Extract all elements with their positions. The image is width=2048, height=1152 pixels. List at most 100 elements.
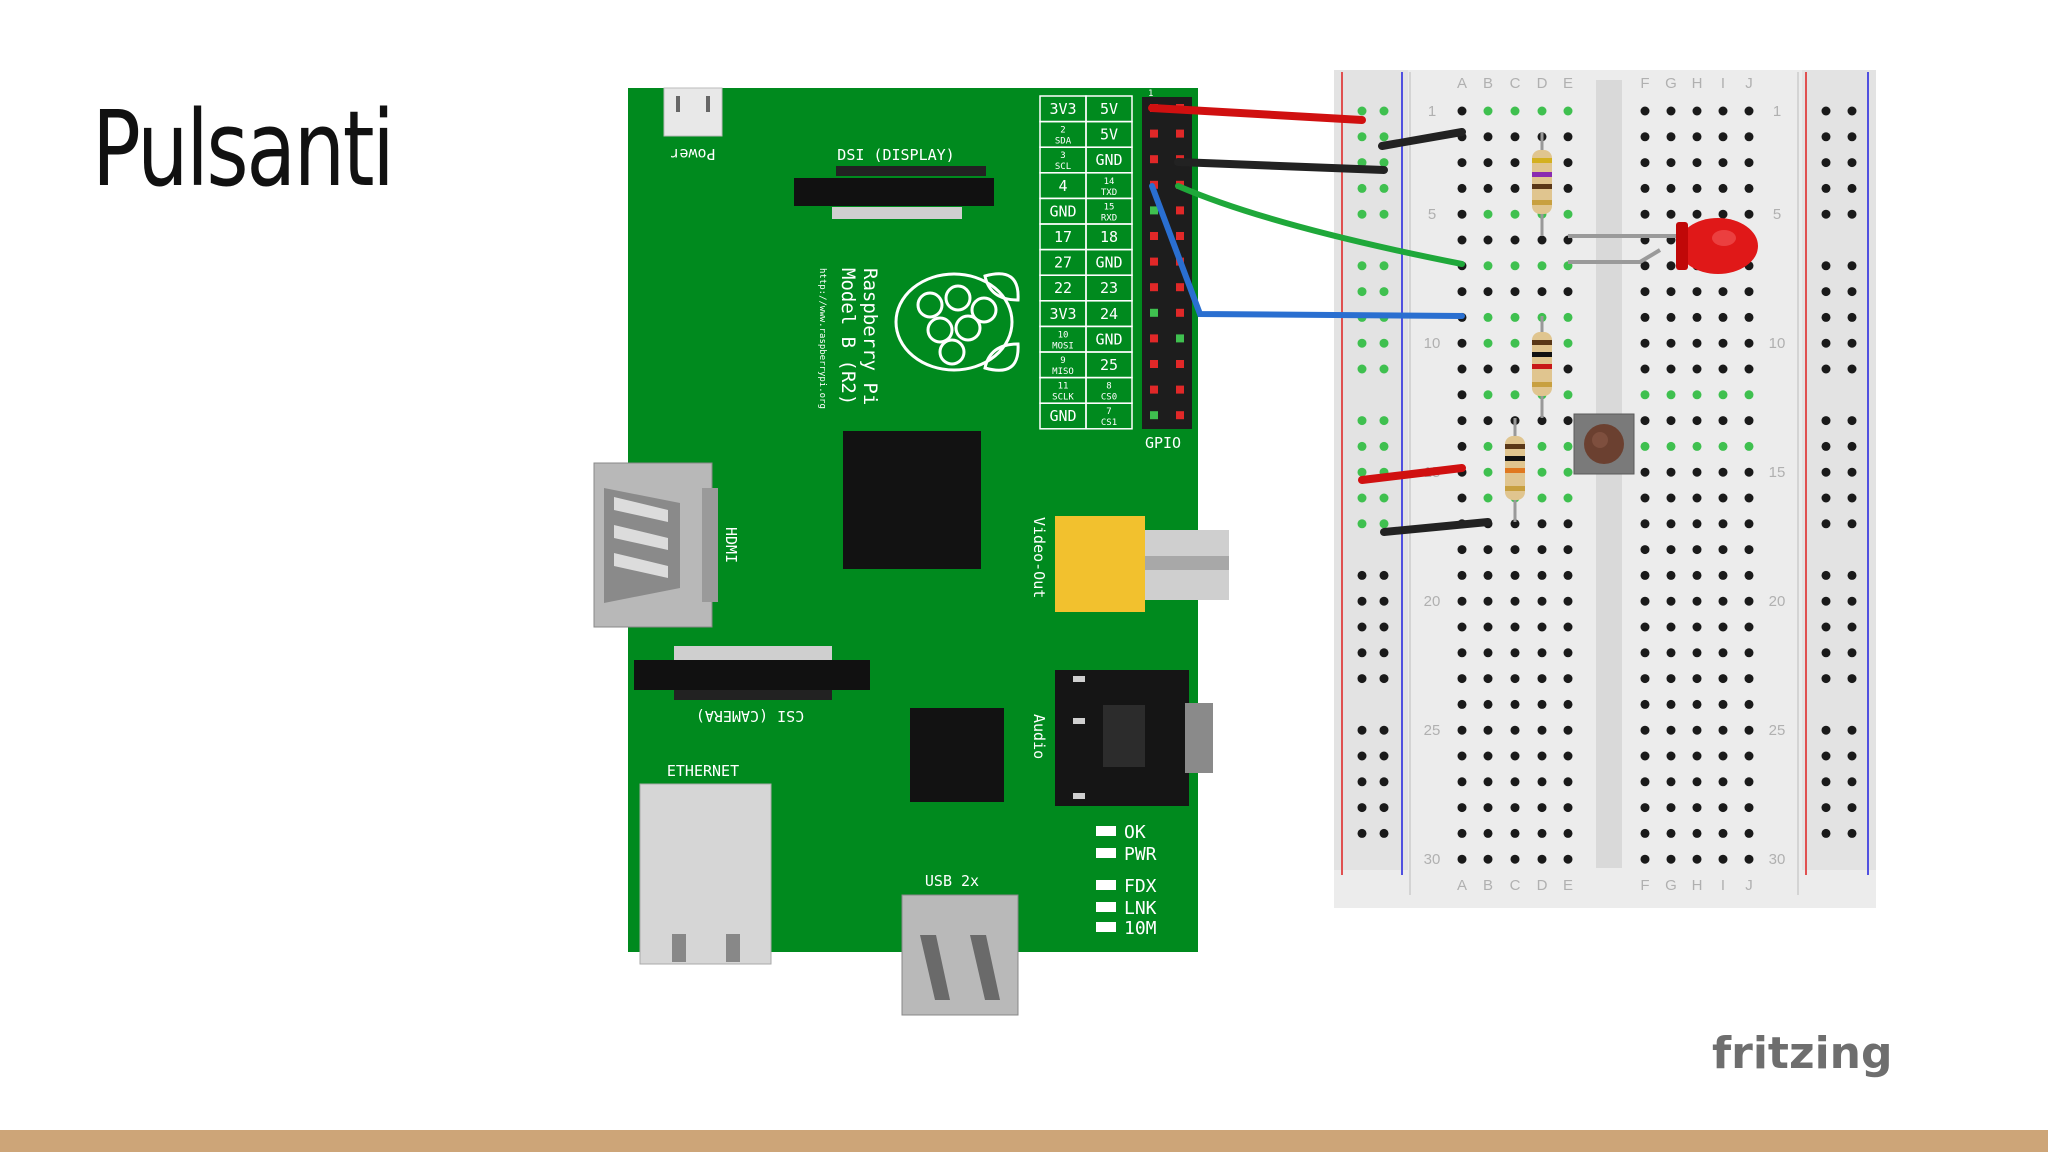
hole [1510, 261, 1520, 271]
hole [1692, 854, 1702, 864]
bb-col-label-bottom: B [1483, 877, 1493, 894]
hole [1537, 699, 1547, 709]
hole [1457, 777, 1467, 787]
rail-hole [1357, 751, 1367, 761]
hole [1640, 158, 1650, 168]
hole [1718, 209, 1728, 219]
hole [1563, 132, 1573, 142]
hole [1666, 648, 1676, 658]
hole [1666, 570, 1676, 580]
video-out-label: Video-Out [1030, 517, 1048, 598]
hole [1666, 106, 1676, 116]
resistor-2 [1532, 316, 1552, 418]
hole [1537, 622, 1547, 632]
hole [1666, 725, 1676, 735]
rail-hole [1357, 828, 1367, 838]
gpio-pin [1176, 206, 1184, 215]
hole [1537, 441, 1547, 451]
hole [1640, 570, 1650, 580]
rail-hole [1821, 570, 1831, 580]
hole [1744, 441, 1754, 451]
hole [1457, 803, 1467, 813]
led-lnk-label: LNK [1124, 898, 1157, 919]
hole [1537, 493, 1547, 503]
gpio-pin [1150, 155, 1158, 164]
rail-hole [1821, 287, 1831, 297]
dsi-pins [832, 207, 962, 219]
csi-connector [634, 660, 870, 690]
led-10m-label: 10M [1124, 918, 1157, 939]
hole [1692, 183, 1702, 193]
hole [1692, 674, 1702, 684]
gpio-pin-function: CS1 [1101, 418, 1117, 428]
rail-hole [1821, 441, 1831, 451]
raspberry-logo-icon [894, 272, 1020, 372]
hole [1457, 699, 1467, 709]
hole [1666, 545, 1676, 555]
hole [1563, 699, 1573, 709]
hole [1692, 287, 1702, 297]
model-line1: Raspberry Pi [859, 268, 881, 405]
gpio-pin-number: 11 [1058, 382, 1069, 392]
hole [1744, 596, 1754, 606]
hole [1692, 338, 1702, 348]
hole [1692, 725, 1702, 735]
hole [1537, 803, 1547, 813]
gpio-pin [1150, 308, 1158, 317]
gpio-pin-label: 4 [1058, 177, 1067, 195]
hole [1510, 648, 1520, 658]
gpio-pin-label: GND [1095, 330, 1122, 348]
hole [1510, 674, 1520, 684]
hole [1537, 596, 1547, 606]
led-pwr-label: PWR [1124, 844, 1157, 865]
hole [1457, 183, 1467, 193]
hole [1692, 493, 1702, 503]
gpio-pin-label: GND [1049, 407, 1076, 425]
hole [1563, 364, 1573, 374]
hole [1483, 803, 1493, 813]
hole [1744, 725, 1754, 735]
hole [1483, 545, 1493, 555]
hole [1718, 803, 1728, 813]
rail-hole [1379, 261, 1389, 271]
hole [1666, 416, 1676, 426]
hole [1457, 648, 1467, 658]
hole [1457, 545, 1467, 555]
hole [1666, 854, 1676, 864]
hole [1483, 132, 1493, 142]
hole [1718, 596, 1728, 606]
hole [1457, 106, 1467, 116]
hole [1666, 261, 1676, 271]
hole [1563, 725, 1573, 735]
bb-col-label-top: I [1721, 75, 1725, 92]
gpio-pin [1176, 129, 1184, 138]
hole [1640, 364, 1650, 374]
hole [1537, 235, 1547, 245]
gpio-header [1142, 97, 1192, 429]
rail-hole [1821, 467, 1831, 477]
rail-hole [1379, 158, 1389, 168]
rail-hole [1357, 570, 1367, 580]
hole [1537, 648, 1547, 658]
hole [1666, 674, 1676, 684]
hole [1640, 545, 1650, 555]
rail-hole [1379, 209, 1389, 219]
hole [1640, 132, 1650, 142]
hole [1510, 287, 1520, 297]
resistor-3 [1505, 418, 1525, 522]
hole [1510, 699, 1520, 709]
bb-row-label-left: 1 [1428, 103, 1436, 120]
hole [1483, 235, 1493, 245]
hole [1457, 158, 1467, 168]
hole [1563, 854, 1573, 864]
hole [1744, 183, 1754, 193]
rail-hole [1379, 725, 1389, 735]
resistor-1 [1532, 132, 1552, 236]
rail-hole [1357, 441, 1367, 451]
hole [1563, 467, 1573, 477]
hole [1718, 183, 1728, 193]
bb-col-label-top: J [1745, 75, 1753, 92]
hole [1457, 390, 1467, 400]
hole [1640, 648, 1650, 658]
